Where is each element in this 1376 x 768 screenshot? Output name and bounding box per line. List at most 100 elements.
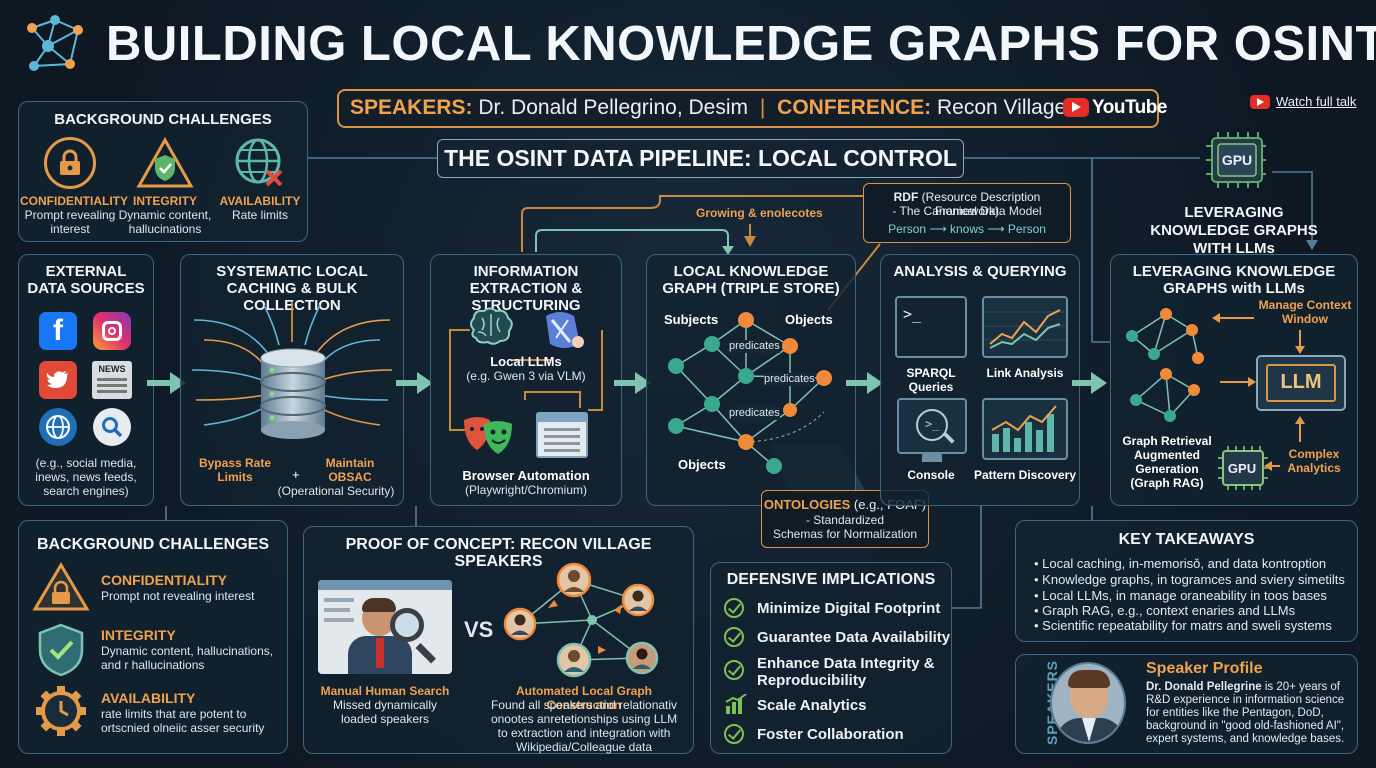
youtube-logo-icon [1063, 98, 1089, 117]
check-icon-3 [724, 660, 744, 680]
vs-label: VS [464, 617, 494, 642]
predicates-label-2: predicates [764, 373, 815, 386]
bg-top-label-2: AVAILABILITY [219, 194, 301, 208]
defensive-item-1: Guarantee Data Availability [757, 629, 951, 646]
takeaway-item-0: • Local caching, in-memorisǒ, and data k… [1034, 556, 1327, 571]
conference-value: Recon Village [937, 96, 1067, 119]
llm-flow-arrows [1212, 313, 1305, 471]
defensive-title: DEFENSIVE IMPLICATIONS [726, 571, 936, 588]
bg-top-desc-2: Rate limits [231, 208, 288, 222]
link-chart-icon [982, 296, 1068, 358]
triple-graph-diagram [668, 312, 832, 474]
extraction-flow-lines [449, 329, 603, 431]
ontologies-line2: - Standardized [805, 513, 885, 527]
llm-label: LLM [1280, 371, 1322, 393]
manual-search-illustration [318, 580, 452, 674]
arrow-5-bar [1072, 380, 1094, 386]
watch-play-icon[interactable] [1250, 95, 1270, 109]
search-engine-icon [93, 408, 131, 446]
database-icon [260, 348, 326, 439]
watch-full-talk-link[interactable]: Watch full talk [1276, 94, 1357, 109]
rdf-box [863, 183, 1071, 243]
bg-top-label-0: CONFIDENTIALITY [20, 194, 128, 208]
manage-context-label: Manage Context Window [1258, 298, 1352, 326]
brain-icon [466, 306, 516, 348]
opsec-label: (Operational Security) [277, 484, 395, 498]
instagram-icon [93, 312, 131, 350]
gpu-small-label: GPU [1227, 461, 1257, 476]
arrow-3-bar [614, 380, 638, 386]
pattern-chart-icon [982, 398, 1068, 460]
graph-rag-label: Graph Retrieval Augmented Generation (Gr… [1122, 434, 1212, 490]
takeaway-text-3: Graph RAG, e.g., context enaries and LLM… [1042, 603, 1296, 618]
bg-bottom-title: BACKGROUND CHALLENGES [37, 536, 269, 553]
browser-automation-label: Browser Automation [462, 468, 590, 483]
theater-masks-icon [462, 414, 516, 456]
speaker-avatar [1050, 662, 1126, 744]
twitter-icon [39, 361, 77, 399]
console-monitor-icon: >_ [897, 398, 967, 454]
takeaway-item-4: • Scientific repeatability for matrs and… [1034, 618, 1332, 633]
speaker-name: Dr. Donald Pellegrine [1146, 681, 1262, 693]
arrow-5-head [1091, 372, 1107, 394]
lock-icon [44, 137, 96, 189]
news-icon: NEWS [92, 361, 132, 399]
check-icon-1 [724, 598, 744, 618]
speaker-bio-text: is 20+ years of R&D experience in inform… [1146, 681, 1345, 745]
bypass-label: Bypass Rate Limits [198, 456, 272, 484]
predicates-label-3: predicates [729, 407, 780, 420]
complex-analytics-label: Complex Analytics [1287, 447, 1341, 475]
sparql-label: SPARQL Queries [906, 366, 956, 394]
bg-bottom-desc-2: rate limits that are potent to ortscnied… [101, 707, 265, 735]
rdf-person-1: Person [888, 222, 927, 236]
arrow-2-head [417, 372, 433, 394]
speaker-graph-illustration [503, 562, 659, 678]
logo-graph-icon [20, 10, 90, 80]
bg-bottom-desc-0: Prompt not revealing interest [101, 589, 255, 603]
rdf-knows: knows [949, 222, 984, 236]
plus-label: + [292, 467, 300, 482]
subjects-label: Subjects [664, 312, 719, 327]
terminal-icon: >_ [895, 296, 967, 358]
external-caption: (e.g., social media, inews, news feeds, … [35, 456, 137, 498]
speaker-profile-title: Speaker Profile [1146, 660, 1263, 677]
growing-label: Growing & enolecotes [694, 206, 825, 220]
pipeline-title-box [437, 139, 964, 178]
external-title: EXTERNAL DATA SOURCES [27, 263, 145, 297]
conference-label: CONFERENCE: [777, 96, 932, 119]
arrow-1-bar [147, 380, 173, 386]
poc-title: PROOF OF CONCEPT: RECON VILLAGE SPEAKERS [345, 536, 652, 570]
bg-top-desc-0: Prompt revealing interest [24, 208, 116, 236]
warning-lock-icon [32, 562, 90, 612]
takeaway-text-1: Knowledge graphs, in togramces and svier… [1042, 572, 1345, 587]
knowledge-graph-title: LOCAL KNOWLEDGE GRAPH (TRIPLE STORE) [662, 263, 840, 297]
bg-top-label-1: INTEGRITY [132, 194, 197, 208]
speakers-line: SPEAKERS: Dr. Donald Pellegrino, Desim |… [350, 96, 1067, 119]
objects-top-label: Objects [785, 312, 833, 327]
speaker-bio: Dr. Donald Pellegrine is 20+ years of R&… [1146, 681, 1354, 746]
ontologies-bold: ONTOLOGIES [763, 497, 851, 512]
arrow-4-head [867, 372, 883, 394]
mini-graphs-icon [1126, 308, 1204, 422]
shield-warning-icon [136, 137, 194, 189]
defensive-item-4: Foster Collaboration [757, 726, 904, 743]
analysis-title: ANALYSIS & QUERYING [893, 263, 1067, 280]
extraction-panel [430, 254, 622, 506]
page-title: BUILDING LOCAL KNOWLEDGE GRAPHS FOR OSIN… [106, 17, 1376, 71]
console-label: Console [907, 468, 955, 482]
browser-automation-sub: (Playwright/Chromium) [464, 483, 588, 497]
takeaway-text-2: Local LLMs, in manage oraneability in to… [1042, 588, 1327, 603]
gpu-small-icon [1214, 444, 1270, 492]
takeaway-item-3: • Graph RAG, e.g., context enaries and L… [1034, 603, 1296, 618]
check-icon-2 [724, 627, 744, 647]
speakers-value: Dr. Donald Pellegrino, Desim [478, 96, 748, 119]
defensive-item-3: Scale Analytics [757, 697, 867, 714]
bg-top-desc-1: Dynamic content, hallucinations [118, 208, 212, 236]
manual-search-desc: Missed dynamically loaded speakers [332, 698, 438, 726]
globe-error-icon [234, 137, 286, 189]
local-llms-sub: (e.g. Gwen 3 via VLM) [466, 369, 586, 383]
gpu-top-label: GPU [1221, 152, 1253, 168]
defensive-item-2: Enhance Data Integrity & Reproducibility [757, 655, 935, 689]
bg-top-item-integrity: INTEGRITY Dynamic content, hallucination… [116, 194, 214, 236]
pipeline-title: THE OSINT DATA PIPELINE: LOCAL CONTROL [444, 145, 957, 171]
